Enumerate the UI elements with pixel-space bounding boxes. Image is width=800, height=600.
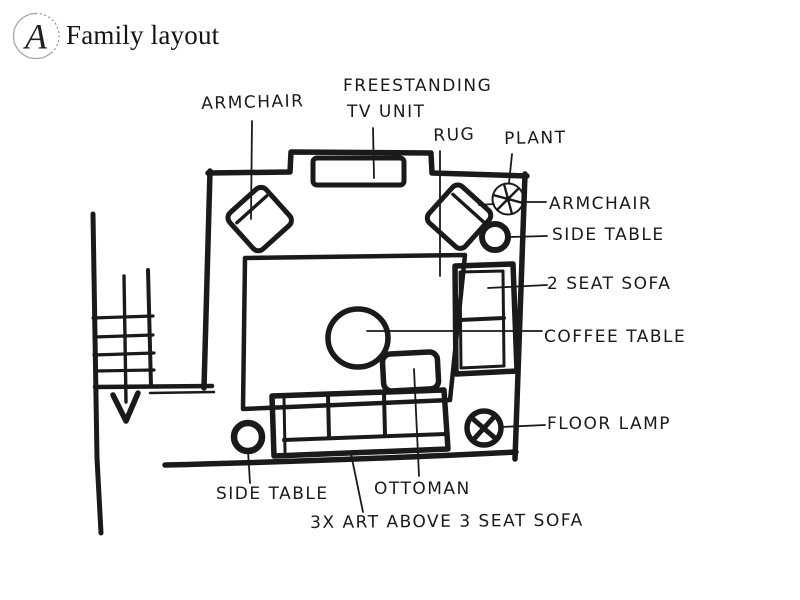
top-wall-with-alcove <box>205 149 530 179</box>
label-tv-unit-line2: TV UNIT <box>347 102 426 122</box>
label-coffee-table: COFFEE TABLE <box>544 327 687 347</box>
pointer-line-side-table-right <box>508 235 548 238</box>
passage-wall-double <box>148 390 216 395</box>
three-seat-sofa-symbol <box>269 387 451 459</box>
left-wall <box>201 168 213 391</box>
label-armchair-top: ARMCHAIR <box>201 91 305 114</box>
pointer-line-armchair-top <box>250 120 253 220</box>
pointer-line-tv-unit <box>372 127 375 179</box>
stairs-down-arrow-icon <box>110 274 141 424</box>
pointer-line-floor-lamp <box>500 424 546 428</box>
label-side-table-bottom: SIDE TABLE <box>216 484 329 504</box>
pointer-lines <box>247 120 548 513</box>
label-armchair-right: ARMCHAIR <box>549 194 653 214</box>
right-wall <box>512 171 528 462</box>
label-rug: RUG <box>433 124 476 146</box>
rug-symbol <box>240 252 468 412</box>
pointer-line-two-seat-sofa <box>487 284 548 289</box>
label-plant: PLANT <box>504 127 567 149</box>
room-walls <box>92 149 530 468</box>
page-title: Family layout <box>66 20 220 50</box>
ottoman-symbol <box>379 349 442 394</box>
label-art-note: 3X ART ABOVE 3 SEAT SOFA <box>310 510 584 533</box>
tv-unit-symbol <box>310 155 407 188</box>
floor-lamp-symbol <box>464 408 504 448</box>
side-table-right-symbol <box>479 221 511 253</box>
stair-rail <box>146 268 153 388</box>
label-two-seat-sofa: 2 SEAT SOFA <box>547 274 672 294</box>
pointer-line-ottoman <box>413 368 420 477</box>
side-table-bottom-symbol <box>230 419 266 455</box>
label-ottoman: OTTOMAN <box>374 479 471 499</box>
two-seat-sofa-symbol <box>452 261 520 377</box>
logo-dotted-arc-icon <box>35 12 60 54</box>
label-tv-unit-line1: FREESTANDING <box>343 76 493 96</box>
armchair-left-symbol <box>225 184 294 254</box>
pointer-line-plant <box>508 153 513 184</box>
passage-wall <box>92 383 215 390</box>
pointer-line-side-table-bottom <box>247 450 251 484</box>
pointer-line-armchair-right <box>478 203 495 206</box>
brand-logo: A <box>12 12 61 60</box>
corridor-wall <box>90 211 104 536</box>
pointer-line-art-note <box>350 453 364 513</box>
logo-letter: A <box>23 17 48 57</box>
plant-symbol <box>491 182 525 216</box>
coffee-table-symbol <box>325 306 391 370</box>
label-floor-lamp: FLOOR LAMP <box>547 414 672 434</box>
label-side-table-right: SIDE TABLE <box>552 225 665 245</box>
bottom-wall <box>162 449 519 468</box>
stairs <box>90 211 156 536</box>
